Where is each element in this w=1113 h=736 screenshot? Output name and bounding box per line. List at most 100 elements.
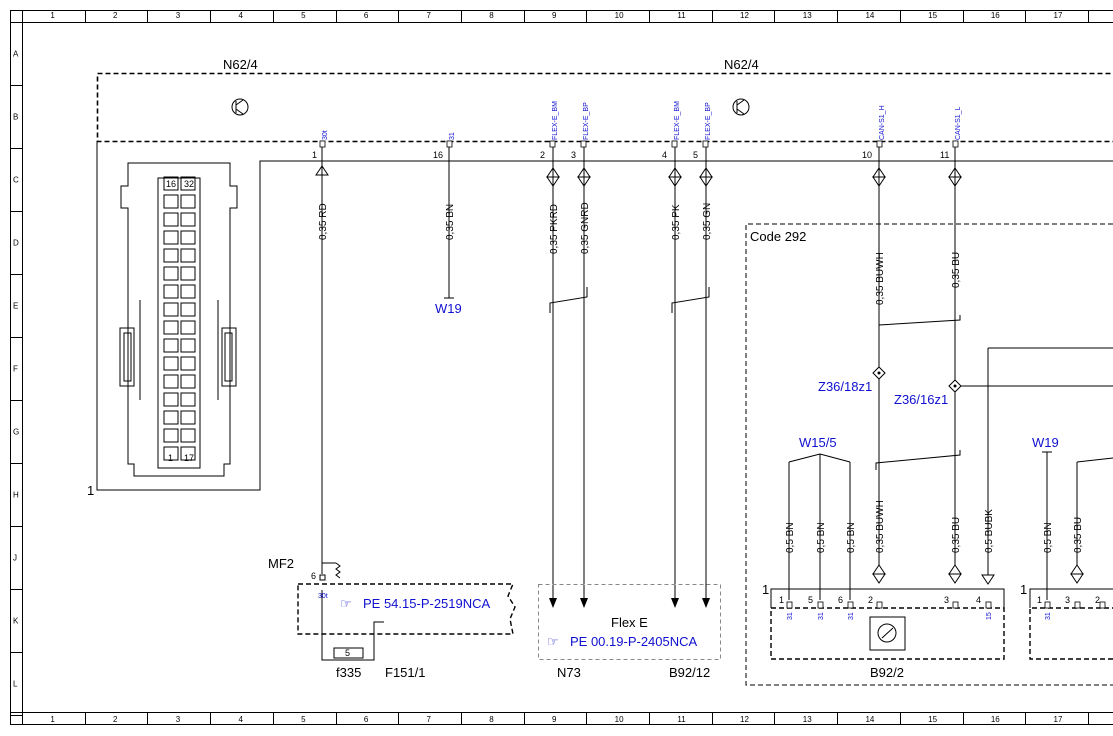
pin-number: 5 bbox=[808, 595, 813, 605]
reference-pointer-icon: ☞ bbox=[547, 634, 559, 649]
grid-column-label: 8 bbox=[489, 11, 494, 20]
connector-cavity bbox=[180, 212, 196, 227]
grid-column-label: 3 bbox=[176, 715, 181, 724]
splice-dot bbox=[877, 371, 881, 375]
grid-row-label: A bbox=[13, 50, 19, 59]
box-pin-label: 1 bbox=[1020, 582, 1027, 597]
cavity-label: 16 bbox=[166, 179, 176, 189]
cavity-label: 17 bbox=[184, 453, 194, 463]
grid-row-label: G bbox=[13, 428, 19, 437]
grid-row-label: D bbox=[13, 239, 19, 248]
grid-column-label: 7 bbox=[427, 715, 432, 724]
signal-name: FLEX-E_BM bbox=[552, 101, 559, 140]
grid-column-label: 13 bbox=[803, 715, 812, 724]
pin-stubs bbox=[319, 140, 959, 148]
ground-ref-w19[interactable]: W19 bbox=[435, 301, 462, 316]
grid-column-label: 3 bbox=[176, 11, 181, 20]
grid-labels: 1122334455667788991010111112121313141415… bbox=[13, 11, 1063, 724]
grid-column-label: 12 bbox=[740, 11, 749, 20]
grid-row-label: H bbox=[13, 491, 19, 500]
connector-cavity bbox=[180, 446, 196, 461]
connector-cavity bbox=[163, 212, 179, 227]
signal-name: FLEX-E_BP bbox=[705, 102, 712, 140]
b92-2-sensor bbox=[770, 588, 1005, 608]
wire-label: 0,35 BUWH bbox=[875, 500, 886, 553]
b92-2-pin-stubs bbox=[786, 601, 992, 609]
pin-number: 2 bbox=[1095, 595, 1100, 605]
grid-column-label: 5 bbox=[301, 715, 306, 724]
pin-number: 5 bbox=[693, 150, 698, 160]
code-label: Code 292 bbox=[750, 229, 806, 244]
wire-label: 0,5 BN bbox=[785, 522, 796, 553]
splice-ref-z36-16z1[interactable]: Z36/16z1 bbox=[894, 392, 948, 407]
arrow-heads bbox=[549, 598, 710, 608]
connector-cavity bbox=[163, 446, 179, 461]
grid-column-label: 14 bbox=[865, 715, 874, 724]
ground-ref-w15-5[interactable]: W15/5 bbox=[799, 435, 837, 450]
signal-name: 31 bbox=[1045, 612, 1052, 620]
n62-label-right: N62/4 bbox=[724, 57, 759, 72]
partial-pin-stubs bbox=[1044, 601, 1106, 609]
signal-name: CAN-S1_H bbox=[879, 105, 886, 140]
connector-cavity bbox=[163, 320, 179, 335]
wire-label: 0,5 BN bbox=[816, 522, 827, 553]
pin-number: 1 bbox=[312, 150, 317, 160]
grid-column-label: 4 bbox=[238, 11, 243, 20]
grid-column-label: 11 bbox=[677, 11, 686, 20]
fuse-icon bbox=[319, 562, 384, 661]
grid-row-label: E bbox=[13, 302, 18, 311]
wire-connector-markers bbox=[315, 165, 1084, 585]
n62-label-left: N62/4 bbox=[223, 57, 258, 72]
grid-column-label: 1 bbox=[50, 715, 55, 724]
grid-column-label: 15 bbox=[928, 11, 937, 20]
grid-column-label: 15 bbox=[928, 715, 937, 724]
splice-dot bbox=[953, 384, 957, 388]
mf2-label: MF2 bbox=[268, 556, 294, 571]
pin-number: 1 bbox=[779, 595, 784, 605]
component-n73: N73 bbox=[557, 665, 581, 680]
n62-4-unit bbox=[96, 72, 1113, 491]
connector-cavity bbox=[180, 284, 196, 299]
connector-face bbox=[119, 162, 238, 477]
transistor-icon bbox=[231, 98, 249, 116]
ground-ref-w19[interactable]: W19 bbox=[1032, 435, 1059, 450]
component-b92-2: B92/2 bbox=[870, 665, 904, 680]
code-292-area bbox=[745, 223, 1113, 686]
box-pin-label: 1 bbox=[762, 582, 769, 597]
signal-name: 31 bbox=[818, 612, 825, 620]
partial-sensor bbox=[1029, 588, 1113, 608]
splice-ref-z36-18z1[interactable]: Z36/18z1 bbox=[818, 379, 872, 394]
grid-column-label: 17 bbox=[1054, 11, 1063, 20]
connector-cavity bbox=[180, 320, 196, 335]
fuse-block-label: F151/1 bbox=[385, 665, 425, 680]
signal-name: 30t bbox=[322, 130, 329, 140]
grid-lines bbox=[10, 10, 1089, 725]
connector-cavity bbox=[180, 230, 196, 245]
partial-sensor-body bbox=[1029, 607, 1113, 660]
fuse-number: 5 bbox=[345, 648, 350, 658]
grid-column-label: 2 bbox=[113, 11, 118, 20]
grid-row-label: B bbox=[13, 113, 18, 122]
wire-label: 0,35 GN bbox=[702, 203, 713, 240]
wire-label: 0,35 BU bbox=[951, 252, 962, 288]
connector-cavity bbox=[163, 392, 179, 407]
wire-label: 0,35 BN bbox=[445, 204, 456, 240]
pin-number: 2 bbox=[868, 595, 873, 605]
signal-name: 31 bbox=[449, 132, 456, 140]
grid-column-label: 10 bbox=[615, 11, 624, 20]
grid-column-label: 9 bbox=[552, 11, 557, 20]
connector-cavity bbox=[180, 356, 196, 371]
fuse-pin: 6 bbox=[311, 571, 316, 581]
doc-ref-pe-54[interactable]: PE 54.15-P-2519NCA bbox=[363, 596, 491, 611]
grid-column-label: 5 bbox=[301, 11, 306, 20]
cavity-label: 32 bbox=[184, 179, 194, 189]
connector-cavity bbox=[180, 428, 196, 443]
wire-label: 0,35 PK bbox=[671, 204, 682, 240]
grid-column-label: 9 bbox=[552, 715, 557, 724]
grid-column-label: 8 bbox=[489, 715, 494, 724]
grid-row-label: L bbox=[13, 680, 18, 689]
splice-icon bbox=[872, 366, 962, 393]
pin-number: 3 bbox=[944, 595, 949, 605]
connector-cavity bbox=[163, 302, 179, 317]
doc-ref-pe-00[interactable]: PE 00.19-P-2405NCA bbox=[570, 634, 698, 649]
